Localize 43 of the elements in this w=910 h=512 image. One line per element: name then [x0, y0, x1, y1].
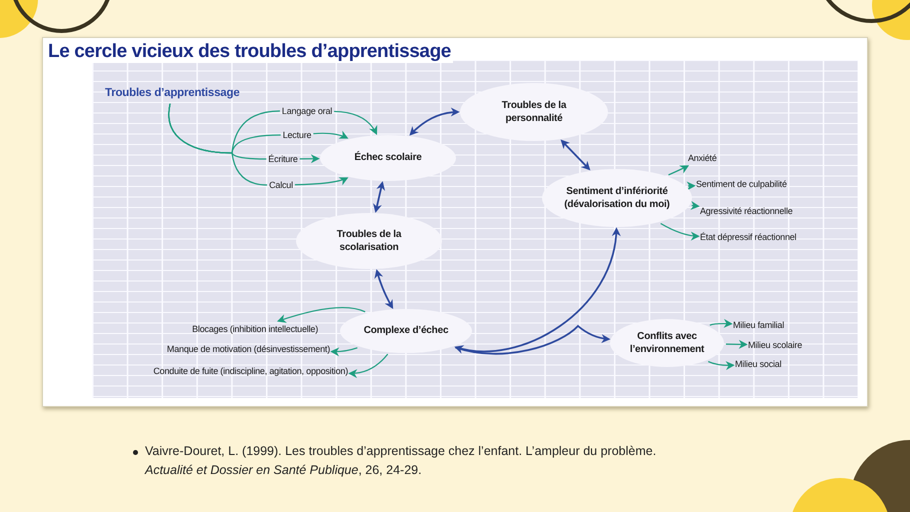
symptom-label: Manque de motivation (désinvestissement)	[166, 342, 330, 356]
connector-arrow	[660, 223, 700, 240]
symptom-label: Conduite de fuite (indiscipline, agitation, opposition)	[153, 364, 348, 378]
connector-arrow	[334, 110, 378, 135]
symptom-label: Sentiment de culpabilité	[696, 178, 787, 190]
concept-text: Conflits avec l’environnement	[628, 330, 706, 356]
connector-arrow	[690, 200, 700, 210]
connector-arrow	[454, 227, 620, 354]
symptom-label: Langage oral	[282, 104, 332, 118]
connector-arrow	[455, 325, 610, 355]
connector-arrow	[668, 165, 690, 176]
connector-arrow	[708, 361, 735, 370]
concept-text: Complexe d’échec	[364, 324, 448, 338]
connector-arrow	[313, 130, 348, 139]
connector-arrow	[560, 140, 590, 170]
concept-text: Troubles de la personnalité	[500, 98, 568, 126]
reference-text: Vaivre-Douret, L. (1999). Les troubles d’apprentissage chez l’enfant. L’ampleur du problème. Actualité et Dossier en Santé Publique, 26, 24-29.	[145, 443, 658, 479]
connector-arrow	[409, 108, 460, 136]
connector-arrow	[726, 340, 748, 349]
connector-arrow	[710, 318, 733, 328]
connector-arrow	[686, 182, 696, 191]
connector-arrow	[330, 347, 358, 356]
symptom-label: Blocages (inhibition intellectuelle)	[192, 322, 318, 336]
diagram-title: Le cercle vicieux des troubles d’apprentissage	[48, 41, 453, 63]
symptom-label: Milieu social	[735, 358, 782, 370]
connector-arrow	[276, 306, 366, 323]
symptom-label: Milieu familial	[733, 318, 784, 332]
symptom-label: Calcul	[269, 178, 293, 192]
symptom-label: Anxiété	[688, 152, 717, 164]
symptom-label: Lecture	[282, 128, 312, 142]
symptom-label: Milieu scolaire	[748, 338, 802, 352]
connector-arrow	[300, 154, 320, 164]
connector-arrow	[374, 269, 394, 310]
category-heading: Troubles d’apprentissage	[105, 86, 240, 102]
symptom-label: État dépressif réactionnel	[700, 230, 796, 244]
connector-arrow	[373, 181, 386, 213]
connector-arrow	[294, 176, 348, 186]
symptom-label: Agressivité réactionnelle	[700, 204, 793, 218]
concept-text: Sentiment d’infériorité (dévalorisation du moi)	[563, 184, 671, 212]
concept-text: Échec scolaire	[354, 151, 422, 165]
connector-arrow	[348, 354, 388, 378]
symptom-label: Écriture	[268, 152, 298, 166]
concept-text: Troubles de la scolarisation	[336, 228, 402, 254]
